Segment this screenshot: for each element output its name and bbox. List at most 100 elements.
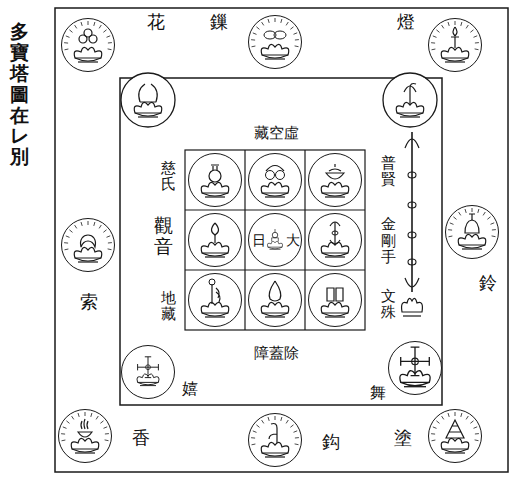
line-art — [275, 229, 276, 232]
line-art — [466, 416, 468, 419]
line-art — [475, 42, 479, 43]
line-art — [309, 274, 362, 327]
line-art — [401, 347, 430, 376]
attribute-symbol — [251, 18, 299, 59]
line-art — [325, 196, 345, 197]
deity-label: 索 — [80, 293, 98, 313]
line-art — [205, 256, 225, 257]
line-art — [474, 427, 478, 429]
line-art — [262, 22, 264, 25]
line-art — [408, 259, 416, 265]
line-art — [78, 261, 98, 262]
line-art — [122, 74, 175, 127]
line-art — [442, 416, 444, 419]
line-art — [267, 241, 282, 247]
attribute-symbol — [448, 208, 496, 249]
line-art — [249, 414, 302, 467]
line-art — [309, 154, 362, 207]
deity-label: 嬉 — [182, 380, 198, 398]
deity-circle: 索 — [61, 218, 115, 272]
deity-label: 金剛手 — [381, 216, 396, 266]
line-art — [103, 230, 106, 233]
attribute-symbol — [137, 357, 159, 386]
line-art — [404, 86, 416, 92]
line-art — [253, 33, 257, 35]
line-art — [322, 253, 348, 256]
line-art — [478, 209, 479, 213]
line-art — [449, 236, 453, 238]
line-art — [448, 413, 449, 417]
line-art — [78, 413, 79, 417]
line-art — [96, 416, 98, 419]
line-art — [442, 58, 468, 61]
line-art — [275, 416, 276, 420]
line-art — [459, 245, 485, 248]
line-art — [108, 48, 112, 50]
line-art — [71, 438, 99, 449]
line-art — [492, 229, 496, 230]
line-art — [334, 222, 335, 244]
line-art — [268, 247, 282, 249]
line-art — [81, 235, 96, 247]
deity-circle: 除蓋障 — [248, 273, 302, 327]
line-art — [403, 315, 421, 316]
line-art — [139, 84, 157, 102]
line-art — [429, 410, 482, 463]
line-art — [400, 116, 420, 117]
line-art — [408, 172, 416, 178]
line-art — [262, 420, 264, 423]
deity-circle: 普賢 — [308, 153, 362, 207]
line-art — [252, 46, 256, 48]
line-art — [265, 196, 285, 197]
line-art — [436, 421, 439, 424]
line-art — [100, 421, 103, 424]
line-art — [429, 19, 482, 72]
deity-label: 鏁 — [210, 13, 228, 33]
line-art — [266, 166, 284, 172]
line-art — [389, 342, 442, 395]
line-art — [78, 432, 92, 437]
line-art — [491, 223, 495, 225]
deity-label: 普賢 — [381, 155, 396, 188]
line-art — [189, 274, 242, 327]
line-art — [189, 154, 242, 207]
deity-circle: 鈴 — [445, 205, 499, 259]
line-art — [325, 256, 345, 257]
line-art — [265, 316, 285, 317]
line-art — [470, 421, 473, 424]
line-art — [269, 424, 277, 444]
inner-frame — [120, 78, 442, 405]
deity-circle: 舞 — [388, 341, 442, 395]
line-art — [251, 437, 255, 438]
line-art — [108, 248, 112, 250]
line-art — [81, 22, 82, 26]
grid — [185, 150, 365, 330]
line-art — [63, 427, 67, 429]
deity-label: 鈴 — [479, 274, 497, 294]
attribute-symbol — [400, 347, 430, 387]
deity-label: 花 — [147, 13, 165, 33]
line-art — [262, 55, 288, 58]
deity-label: 大日 — [252, 233, 300, 248]
deity-label: 除蓋障 — [254, 345, 299, 362]
line-art — [69, 30, 72, 33]
line-art — [295, 45, 299, 47]
line-art — [212, 223, 219, 235]
deity-circle: 慈氏 — [188, 153, 242, 207]
line-art — [138, 357, 159, 378]
line-art — [270, 249, 281, 250]
line-art — [108, 42, 112, 43]
line-art — [91, 413, 92, 417]
line-art — [62, 440, 66, 442]
line-art — [88, 221, 89, 225]
line-art — [309, 214, 362, 267]
line-art — [59, 410, 112, 463]
line-art — [404, 386, 426, 387]
line-art — [252, 444, 256, 446]
line-art — [75, 452, 95, 453]
deity-label: 慈氏 — [161, 160, 176, 193]
line-art — [474, 36, 478, 38]
line-art — [459, 212, 461, 215]
line-art — [470, 30, 473, 33]
line-art — [304, 150, 305, 330]
